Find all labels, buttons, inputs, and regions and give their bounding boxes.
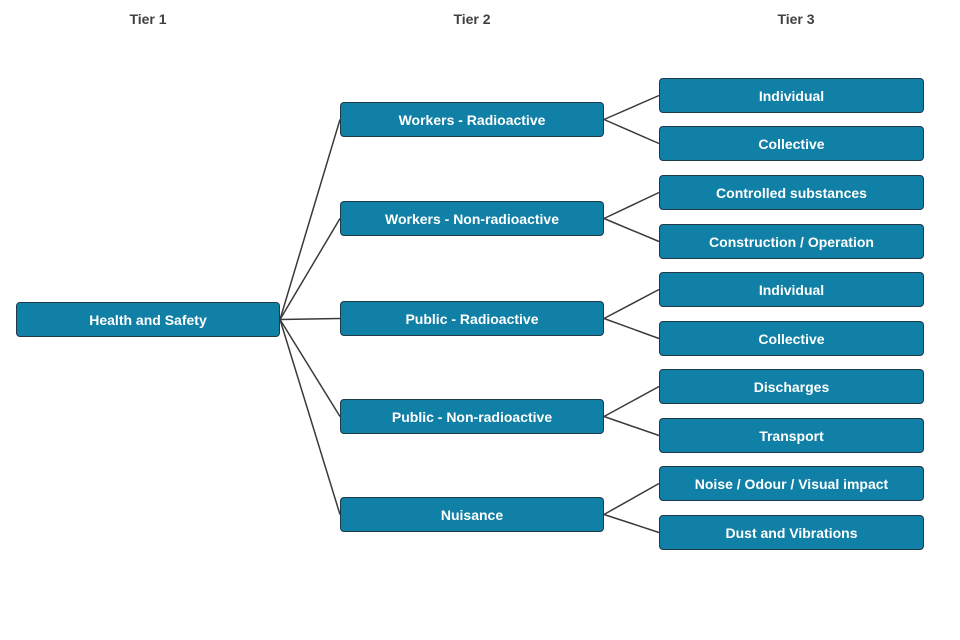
connector-tier2-3-to-tier3-0 — [603, 385, 660, 418]
tier-3-node-noise-odour-visual-impact: Noise / Odour / Visual impact — [659, 466, 924, 501]
connector-tier2-2-to-tier3-0 — [603, 288, 660, 320]
tier-3-node-collective: Collective — [659, 126, 924, 161]
connector-tier2-0-to-tier3-1 — [603, 118, 660, 145]
tier-1-header: Tier 1 — [129, 11, 167, 27]
connector-tier1-to-tier2-3 — [279, 319, 341, 417]
tier-3-node-construction-operation: Construction / Operation — [659, 224, 924, 259]
connector-tier1-to-tier2-1 — [279, 218, 341, 320]
tier-2-node-nuisance: Nuisance — [340, 497, 604, 532]
tier-2-header: Tier 2 — [453, 11, 491, 27]
tier-3-node-dust-and-vibrations: Dust and Vibrations — [659, 515, 924, 550]
tier-3-node-controlled-substances: Controlled substances — [659, 175, 924, 210]
connector-tier2-0-to-tier3-0 — [603, 94, 660, 121]
tier-3-node-individual: Individual — [659, 272, 924, 307]
tier-3-node-discharges: Discharges — [659, 369, 924, 404]
connector-tier2-4-to-tier3-1 — [603, 513, 660, 534]
connector-tier2-1-to-tier3-0 — [603, 191, 660, 220]
tier-2-node-public-non-radioactive: Public - Non-radioactive — [340, 399, 604, 434]
connector-tier2-3-to-tier3-1 — [603, 415, 660, 437]
connector-tier1-to-tier2-2 — [279, 317, 341, 321]
connector-tier2-2-to-tier3-1 — [603, 317, 660, 340]
connector-tier1-to-tier2-4 — [279, 319, 341, 515]
tier-3-header: Tier 3 — [777, 11, 815, 27]
connector-tier2-1-to-tier3-1 — [603, 217, 660, 243]
connector-tier1-to-tier2-0 — [279, 119, 341, 320]
tier-1-node-health-and-safety: Health and Safety — [16, 302, 280, 337]
connector-tier2-4-to-tier3-0 — [603, 482, 660, 516]
tier-2-node-public-radioactive: Public - Radioactive — [340, 301, 604, 336]
tier-3-node-collective: Collective — [659, 321, 924, 356]
tier-2-node-workers-radioactive: Workers - Radioactive — [340, 102, 604, 137]
tier-2-node-workers-non-radioactive: Workers - Non-radioactive — [340, 201, 604, 236]
tier-3-node-individual: Individual — [659, 78, 924, 113]
tier-3-node-transport: Transport — [659, 418, 924, 453]
